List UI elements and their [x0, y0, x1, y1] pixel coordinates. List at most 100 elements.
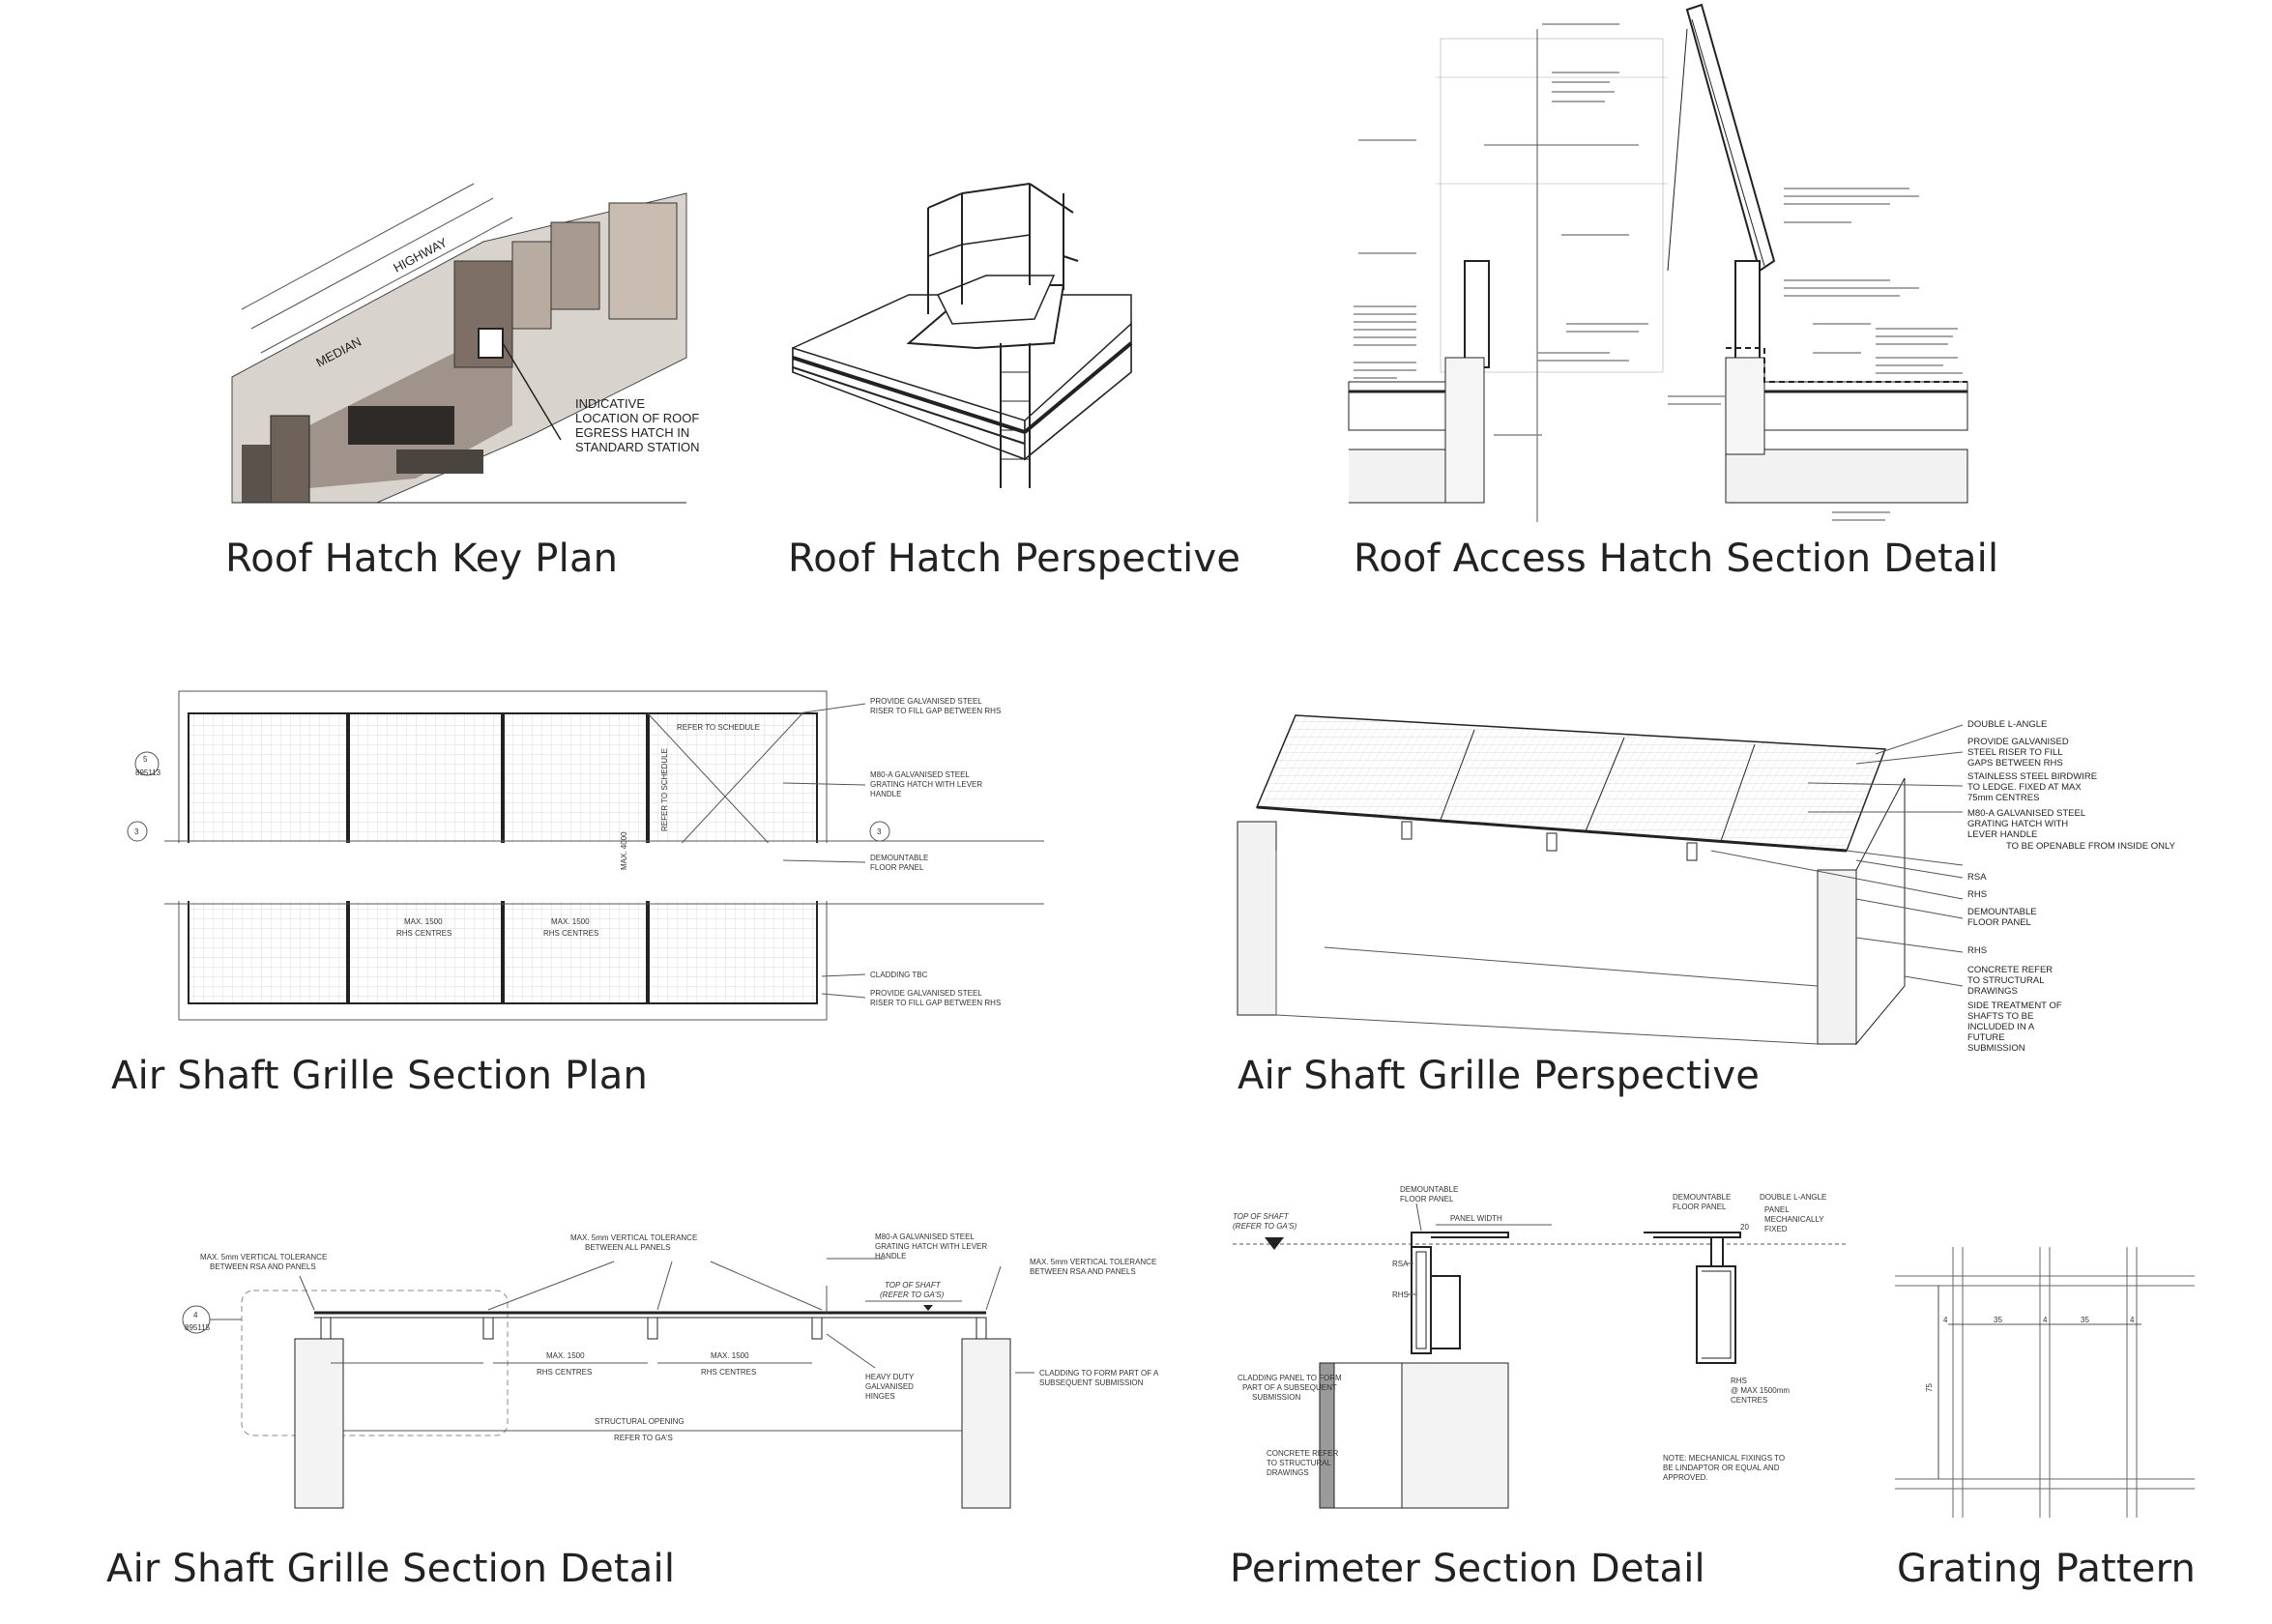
- plan-cladding: CLADDING TBC: [870, 971, 928, 979]
- perim-concrete-2: TO STRUCTURAL: [1267, 1459, 1332, 1467]
- persp-note-1: DOUBLE L-ANGLE: [1967, 719, 2048, 730]
- hatch-note-1: M80-A GALVANISED STEEL: [875, 1232, 975, 1241]
- plan-callout-num: 5: [143, 755, 148, 764]
- persp-note-7: RHS: [1967, 889, 1988, 900]
- hatch-note-2: GRATING HATCH WITH LEVER: [875, 1242, 987, 1251]
- double-angle-4: FIXED: [1764, 1225, 1788, 1233]
- plan-riser-top-1: PROVIDE GALVANISED STEEL: [870, 697, 982, 706]
- grille-plan-svg: 5 895113 3 3 REFER TO SCHEDULE REFER TO …: [127, 690, 1044, 1021]
- perim-panel-left-1: DEMOUNTABLE: [1400, 1185, 1458, 1194]
- key-plan-callout-4: STANDARD STATION: [575, 440, 700, 454]
- dim-20: 20: [1740, 1223, 1749, 1232]
- persp-note-6: RSA: [1967, 872, 1987, 883]
- plan-panel-2: FLOOR PANEL: [870, 863, 924, 872]
- opening-2: REFER TO GA'S: [614, 1434, 673, 1442]
- caption-perimeter: Perimeter Section Detail: [1230, 1547, 1705, 1591]
- perimeter-svg: TOP OF SHAFT (REFER TO GA'S) PANEL WIDTH…: [1233, 1185, 1847, 1509]
- sec-rhs-centres-b: RHS CENTRES: [701, 1368, 756, 1377]
- perim-top-shaft-2: (REFER TO GA'S): [1233, 1222, 1297, 1231]
- caption-grating: Grating Pattern: [1897, 1547, 2197, 1591]
- caption-grille-plan: Air Shaft Grille Section Plan: [111, 1054, 648, 1098]
- plan-riser-top-2: RISER TO FILL GAP BETWEEN RHS: [870, 707, 1001, 715]
- plan-callout-ref: 895113: [135, 768, 161, 777]
- section-callout-ref: 895115: [185, 1323, 211, 1332]
- hinges-2: GALVANISED: [865, 1382, 914, 1391]
- hatch-perspective-drawing: [783, 179, 1141, 512]
- plan-hatch-1: M80-A GALVANISED STEEL: [870, 770, 970, 779]
- perim-rhs: RHS: [1392, 1290, 1409, 1299]
- perim-note-1: NOTE: MECHANICAL FIXINGS TO: [1663, 1454, 1785, 1463]
- persp-note-9: RHS: [1967, 945, 1988, 956]
- plan-rhs-centres-b: RHS CENTRES: [543, 929, 598, 938]
- caption-grille-perspective: Air Shaft Grille Perspective: [1238, 1054, 1761, 1098]
- tol-left-1: MAX. 5mm VERTICAL TOLERANCE: [200, 1253, 327, 1262]
- key-plan-callout-1: INDICATIVE: [575, 396, 645, 411]
- persp-note-2: PROVIDE GALVANISED STEEL RISER TO FILL G…: [1967, 737, 2069, 768]
- plan-rhs-centres-a: RHS CENTRES: [396, 929, 451, 938]
- caption-key-plan: Roof Hatch Key Plan: [225, 536, 619, 581]
- sec-max-1500-a: MAX. 1500: [546, 1351, 585, 1360]
- rhs-max-2: @ MAX 1500mm: [1731, 1386, 1790, 1395]
- cladding-2: SUBSEQUENT SUBMISSION: [1039, 1378, 1144, 1387]
- grille-perspective-svg: [1237, 714, 1964, 1046]
- key-plan-svg: HIGHWAY MEDIAN INDICATIVE LOCATION OF RO…: [231, 183, 700, 504]
- plan-riser-bottom-2: RISER TO FILL GAP BETWEEN RHS: [870, 999, 1001, 1007]
- perim-note-3: APPROVED.: [1663, 1473, 1708, 1482]
- cladding-1: CLADDING TO FORM PART OF A: [1039, 1369, 1159, 1378]
- double-angle-1: DOUBLE L-ANGLE: [1760, 1193, 1826, 1202]
- hatch-perspective-svg: [792, 183, 1133, 488]
- plan-max-4000: MAX. 4000: [620, 831, 628, 870]
- top-shaft-1: TOP OF SHAFT: [885, 1281, 942, 1290]
- plan-schedule-h: REFER TO SCHEDULE: [677, 723, 760, 732]
- hinges-1: HEAVY DUTY: [865, 1373, 915, 1381]
- grating-dim-4: 35: [2081, 1316, 2089, 1324]
- persp-note-11: SIDE TREATMENT OF SHAFTS TO BE INCLUDED …: [1967, 1000, 2062, 1054]
- grating-dim-6: 75: [1925, 1383, 1934, 1392]
- tol-mid-1: MAX. 5mm VERTICAL TOLERANCE: [570, 1233, 697, 1242]
- plan-section-mark-right: 3: [877, 827, 882, 836]
- plan-hatch-3: HANDLE: [870, 790, 901, 798]
- tol-right-1: MAX. 5mm VERTICAL TOLERANCE: [1030, 1258, 1156, 1266]
- opening-1: STRUCTURAL OPENING: [595, 1417, 685, 1426]
- panel-width: PANEL WIDTH: [1450, 1214, 1502, 1223]
- sec-rhs-centres-a: RHS CENTRES: [537, 1368, 592, 1377]
- grating-drawing: 4 35 4 35 4 75: [1895, 1247, 2195, 1518]
- caption-perspective: Roof Hatch Perspective: [788, 536, 1241, 581]
- perim-concrete-1: CONCRETE REFER: [1267, 1449, 1338, 1458]
- section-callout-num: 4: [193, 1311, 198, 1320]
- key-plan-drawing: HIGHWAY MEDIAN INDICATIVE LOCATION OF RO…: [222, 183, 744, 512]
- perim-top-shaft-1: TOP OF SHAFT: [1233, 1212, 1290, 1221]
- grille-section-svg: 4 895115 MAX. 5m: [182, 1232, 1159, 1509]
- persp-note-10: CONCRETE REFER TO STRUCTURAL DRAWINGS: [1967, 965, 2054, 997]
- grille-section-drawing: 4 895115 MAX. 5m: [111, 1228, 1213, 1509]
- section-detail-drawing: [1348, 0, 1968, 527]
- perim-cladding-1: CLADDING PANEL TO FORM: [1238, 1374, 1342, 1382]
- plan-hatch-2: GRATING HATCH WITH LEVER: [870, 780, 982, 789]
- top-shaft-2: (REFER TO GA'S): [880, 1290, 945, 1299]
- caption-section-detail: Roof Access Hatch Section Detail: [1354, 536, 1999, 581]
- persp-note-8: DEMOUNTABLE FLOOR PANEL: [1967, 907, 2037, 928]
- persp-note-4: M80-A GALVANISED STEEL GRATING HATCH WIT…: [1967, 808, 2085, 840]
- rhs-max-3: CENTRES: [1731, 1396, 1767, 1405]
- perim-panel-right-2: FLOOR PANEL: [1673, 1203, 1727, 1211]
- perim-cladding-3: SUBMISSION: [1252, 1393, 1300, 1402]
- double-angle-2: PANEL: [1764, 1205, 1790, 1214]
- hatch-note-3: HANDLE: [875, 1252, 906, 1261]
- persp-note-5: TO BE OPENABLE FROM INSIDE ONLY: [2006, 841, 2175, 852]
- plan-section-mark-left: 3: [134, 827, 139, 836]
- key-plan-callout-2: LOCATION OF ROOF: [575, 411, 699, 425]
- perim-rsa: RSA: [1392, 1260, 1409, 1268]
- hinges-3: HINGES: [865, 1392, 895, 1401]
- grating-dim-5: 4: [2130, 1316, 2135, 1324]
- tol-left-2: BETWEEN RSA AND PANELS: [210, 1262, 316, 1271]
- plan-max-1500-b: MAX. 1500: [551, 917, 590, 926]
- perim-concrete-3: DRAWINGS: [1267, 1468, 1309, 1477]
- perim-cladding-2: PART OF A SUBSEQUENT: [1242, 1383, 1337, 1392]
- key-plan-callout-3: EGRESS HATCH IN: [575, 425, 689, 440]
- grille-plan-drawing: 5 895113 3 3 REFER TO SCHEDULE REFER TO …: [116, 686, 1044, 1025]
- caption-grille-section: Air Shaft Grille Section Detail: [106, 1547, 676, 1591]
- grating-dim-3: 4: [2043, 1316, 2048, 1324]
- plan-max-1500-a: MAX. 1500: [404, 917, 443, 926]
- grating-svg: 4 35 4 35 4 75: [1895, 1247, 2195, 1518]
- persp-note-3: STAINLESS STEEL BIRDWIRE TO LEDGE. FIXED…: [1967, 771, 2098, 803]
